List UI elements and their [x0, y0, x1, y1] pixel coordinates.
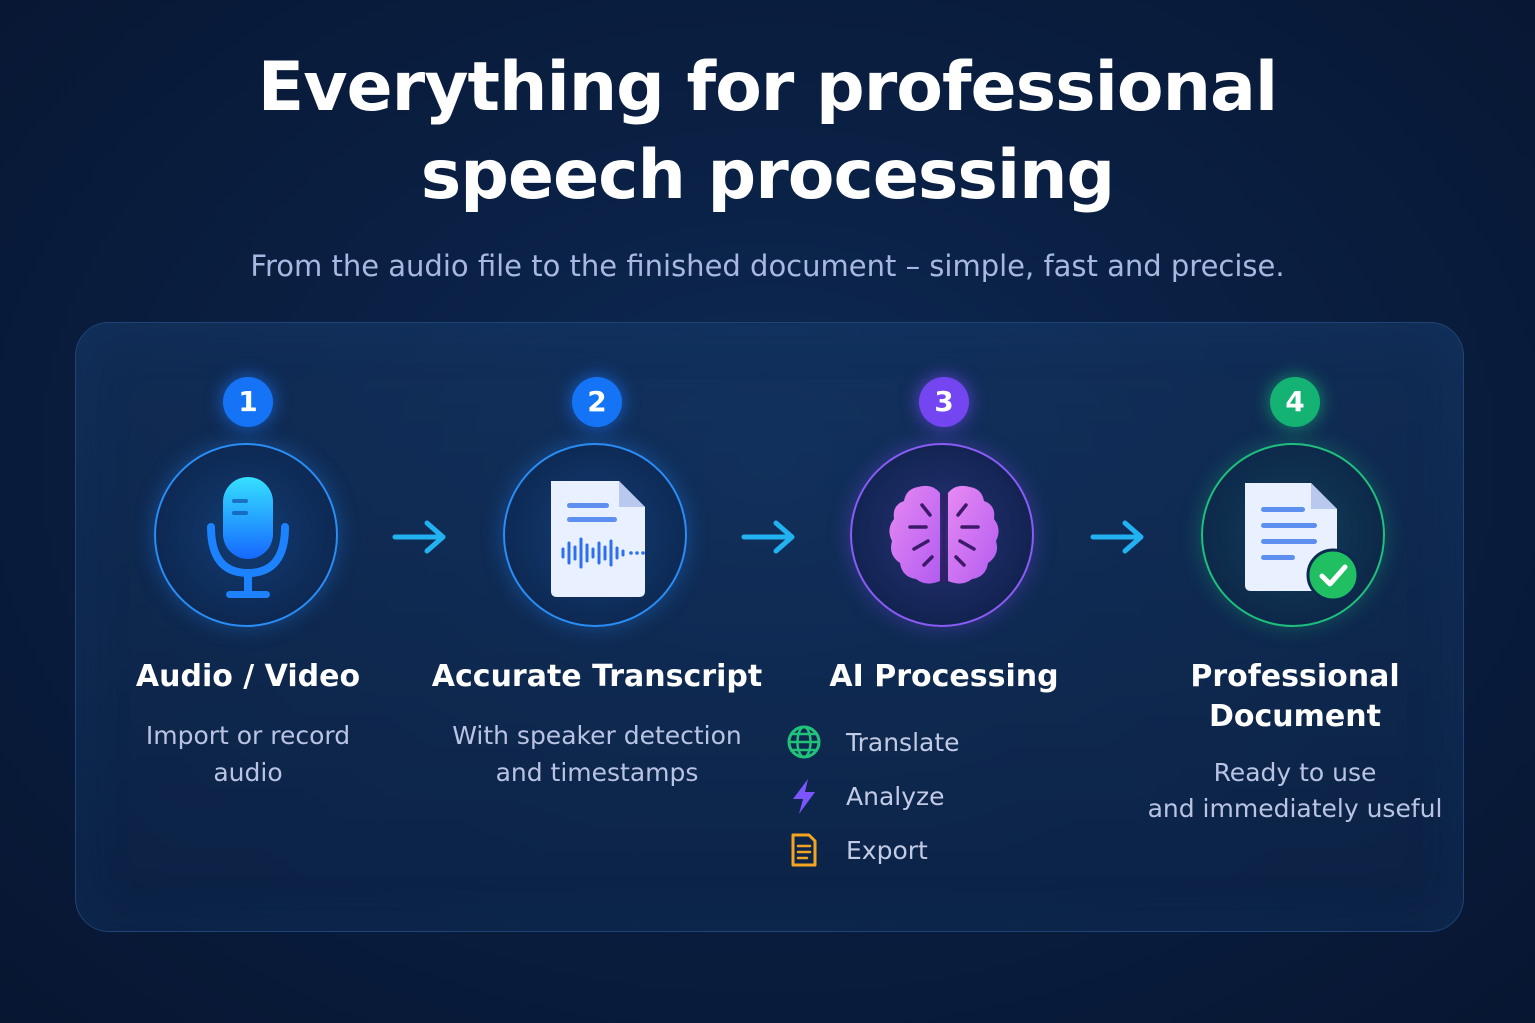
step-audio-video: 1 Audio / Video Import or record audio [68, 323, 428, 931]
action-translate: Translate [784, 715, 1104, 769]
step-accurate-transcript: 2 [417, 323, 777, 931]
step-number-badge: 2 [572, 377, 622, 427]
title-line-2: speech processing [420, 136, 1115, 215]
step-title: Accurate Transcript [431, 659, 763, 694]
brain-icon [889, 485, 999, 584]
arrow-right-icon [392, 520, 446, 554]
step-icon-ring [503, 443, 687, 627]
step-title-line-1: Professional [1190, 659, 1400, 694]
action-analyze: Analyze [784, 769, 1104, 823]
microphone-icon [207, 477, 289, 598]
transcript-document-icon [551, 481, 645, 597]
action-label: Export [846, 835, 928, 865]
step-number-badge: 4 [1270, 377, 1320, 427]
step-description-line-2: and immediately useful [1147, 794, 1443, 823]
document-check-icon [1245, 483, 1360, 602]
globe-icon [787, 725, 821, 759]
action-export: Export [784, 823, 1104, 877]
step-icon-ring [1201, 443, 1385, 627]
step-icon-ring [850, 443, 1034, 627]
page-subtitle: From the audio file to the finished docu… [250, 249, 1285, 283]
step-description-line-2: audio [213, 758, 283, 787]
action-label: Analyze [846, 781, 945, 811]
action-label: Translate [846, 727, 960, 757]
step-description-line-1: With speaker detection [452, 721, 742, 750]
ai-actions-list: Translate Analyze Export [784, 715, 1104, 877]
step-description-line-1: Ready to use [1213, 758, 1377, 787]
step-professional-document: 4 Professional Document Ready to use and… [1115, 323, 1475, 931]
arrow-right-icon [1090, 520, 1144, 554]
step-number-badge: 3 [919, 377, 969, 427]
workflow-panel: 1 Audio / Video Import or record audio [75, 322, 1464, 932]
page-title: Everything for professional speech proce… [0, 44, 1535, 220]
document-icon [791, 833, 817, 867]
step-title: AI Processing [829, 659, 1059, 694]
step-description-line-1: Import or record [145, 721, 351, 750]
step-number-badge: 1 [223, 377, 273, 427]
lightning-icon [793, 779, 815, 814]
title-line-1: Everything for professional [257, 48, 1278, 127]
step-icon-ring [154, 443, 338, 627]
step-ai-processing: 3 [764, 323, 1124, 931]
step-title-line-2: Document [1209, 699, 1381, 734]
step-description-line-2: and timestamps [495, 758, 699, 787]
step-title: Audio / Video [135, 659, 361, 694]
arrow-right-icon [741, 520, 795, 554]
